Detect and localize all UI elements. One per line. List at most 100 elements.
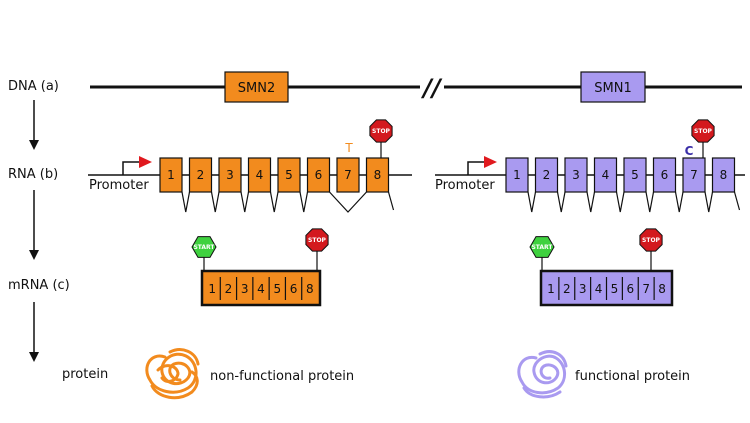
smn1-rna-exon-2 bbox=[534, 157, 559, 193]
smn2-splice-connector bbox=[299, 191, 309, 213]
smn1-rna-exon-label: 1 bbox=[513, 168, 521, 182]
functional-protein-icon bbox=[517, 350, 568, 399]
smn1-splice-lines bbox=[527, 191, 741, 213]
smn2-gene-box bbox=[224, 71, 289, 103]
row-label-rna: RNA (b) bbox=[8, 167, 58, 182]
smn1-rna-exon-3 bbox=[564, 157, 588, 193]
smn1-rna-exon-6 bbox=[652, 157, 677, 193]
smn2-mrna-exon-label: 8 bbox=[306, 282, 314, 296]
smn1-splice-connector bbox=[586, 191, 596, 213]
smn1-rna-exon-8 bbox=[711, 157, 736, 193]
smn1-mrna-exon-label: 1 bbox=[547, 282, 555, 296]
smn2-rna-exon-label: 5 bbox=[285, 168, 293, 182]
smn1-start-label: START bbox=[531, 244, 553, 251]
smn2-rna-exon-label: 8 bbox=[374, 168, 382, 182]
smn2-variant-letter: T bbox=[344, 141, 353, 155]
functional-protein-label: functional protein bbox=[575, 369, 690, 384]
dna-break-mark: // bbox=[420, 74, 443, 102]
smn1-mrna-stop-label: STOP bbox=[642, 237, 661, 244]
smn1-mrna-exon-label: 8 bbox=[658, 282, 666, 296]
nonfunctional-protein-label: non-functional protein bbox=[210, 369, 354, 384]
smn1-promoter-label-bg bbox=[432, 177, 502, 192]
smn2-splice-connector bbox=[181, 191, 191, 213]
smn2-rna-exon-5 bbox=[277, 157, 301, 193]
smn2-splice-connector bbox=[269, 191, 279, 213]
smn2-rna-exon-8 bbox=[365, 157, 390, 193]
smn2-rna-exon-label: 4 bbox=[256, 168, 264, 182]
smn1-rna-stop-octagon bbox=[691, 119, 715, 143]
smn1-rna-exon-label: 4 bbox=[602, 168, 610, 182]
smn1-splice-connector bbox=[556, 191, 566, 213]
flow-arrowhead-mrna-protein bbox=[29, 352, 39, 362]
smn1-rna-exon-1 bbox=[505, 157, 529, 193]
smn1-splice-connector bbox=[674, 191, 684, 213]
smn1-rna-exon-4 bbox=[593, 157, 618, 193]
smn2-rna-stop-sign: STOP bbox=[369, 119, 393, 158]
smn1-rna-stop-label: STOP bbox=[694, 128, 713, 135]
smn2-rna-exon-3 bbox=[218, 157, 242, 193]
smn2-mrna-stop-label: STOP bbox=[308, 237, 327, 244]
smn2-mrna-exon-label: 4 bbox=[257, 282, 265, 296]
smn1-promoter-label: Promoter bbox=[435, 178, 495, 193]
dna-break-gap bbox=[420, 74, 444, 100]
smn2-rna-exon-label: 1 bbox=[167, 168, 175, 182]
flow-arrowhead-rna-mrna bbox=[29, 250, 39, 260]
smn2-rna-exon-4 bbox=[247, 157, 272, 193]
smn2-mrna-exon-label: 6 bbox=[290, 282, 298, 296]
smn1-rna-exon-label: 6 bbox=[661, 168, 669, 182]
smn1-splice-connector bbox=[615, 191, 625, 213]
row-label-protein: protein bbox=[62, 367, 108, 382]
smn2-mrna-exon-label: 5 bbox=[273, 282, 281, 296]
smn1-rna-exon-label: 8 bbox=[720, 168, 728, 182]
smn1-splice-connector bbox=[527, 191, 537, 213]
smn2-promoter-arrow-stem bbox=[122, 161, 143, 175]
smn2-splice-lines bbox=[181, 191, 395, 213]
smn2-promoter-label-bg bbox=[86, 177, 156, 192]
smn1-start-hexagon bbox=[529, 236, 555, 258]
smn1-promoter-arrowhead bbox=[484, 156, 497, 168]
smn2-mrna-box bbox=[200, 269, 322, 307]
smn2-rna-exon-label: 3 bbox=[226, 168, 234, 182]
smn2-promoter-arrowhead bbox=[139, 156, 152, 168]
smn1-mrna-exon-label: 5 bbox=[611, 282, 619, 296]
smn1-promoter-arrow-stem bbox=[467, 161, 488, 175]
smn2-start-label: START bbox=[193, 244, 215, 251]
smn2-mrna-stop-octagon bbox=[305, 228, 329, 252]
smn2-rna-exon-7 bbox=[336, 157, 360, 193]
smn1-rna-exon-label: 3 bbox=[572, 168, 580, 182]
smn1-gene-label: SMN1 bbox=[594, 81, 631, 96]
smn1-mrna-exon-label: 3 bbox=[579, 282, 587, 296]
smn2-rna-stop-octagon bbox=[369, 119, 393, 143]
smn2-splice-tail bbox=[387, 191, 395, 211]
smn2-promoter-label: Promoter bbox=[89, 178, 149, 193]
smn2-exon-skip-connector bbox=[329, 191, 367, 213]
smn2-splice-connector bbox=[240, 191, 250, 213]
smn2-rna-stop-label: STOP bbox=[372, 128, 391, 135]
smn1-splice-tail bbox=[733, 191, 741, 211]
smn1-rna-exon-7 bbox=[682, 157, 706, 193]
smn2-rna-exon-label: 7 bbox=[344, 168, 352, 182]
smn2-rna-exon-6 bbox=[306, 157, 331, 193]
smn2-rna-exon-label: 6 bbox=[315, 168, 323, 182]
smn2-mrna-exon-label: 2 bbox=[225, 282, 233, 296]
smn2-mrna-exon-label: 1 bbox=[208, 282, 216, 296]
smn1-splice-connector bbox=[645, 191, 655, 213]
smn2-splice-connector bbox=[210, 191, 220, 213]
smn1-splice-connector bbox=[704, 191, 714, 213]
smn1-rna-exon-label: 2 bbox=[543, 168, 551, 182]
smn1-mrna-stop-octagon bbox=[639, 228, 663, 252]
row-label-dna: DNA (a) bbox=[8, 79, 59, 94]
smn1-rna-exon-label: 5 bbox=[631, 168, 639, 182]
smn2-mrna-exon-label: 3 bbox=[241, 282, 249, 296]
smn1-variant-letter: C bbox=[685, 144, 694, 158]
smn1-mrna-exon-label: 2 bbox=[563, 282, 571, 296]
smn2-rna-exon-2 bbox=[188, 157, 213, 193]
